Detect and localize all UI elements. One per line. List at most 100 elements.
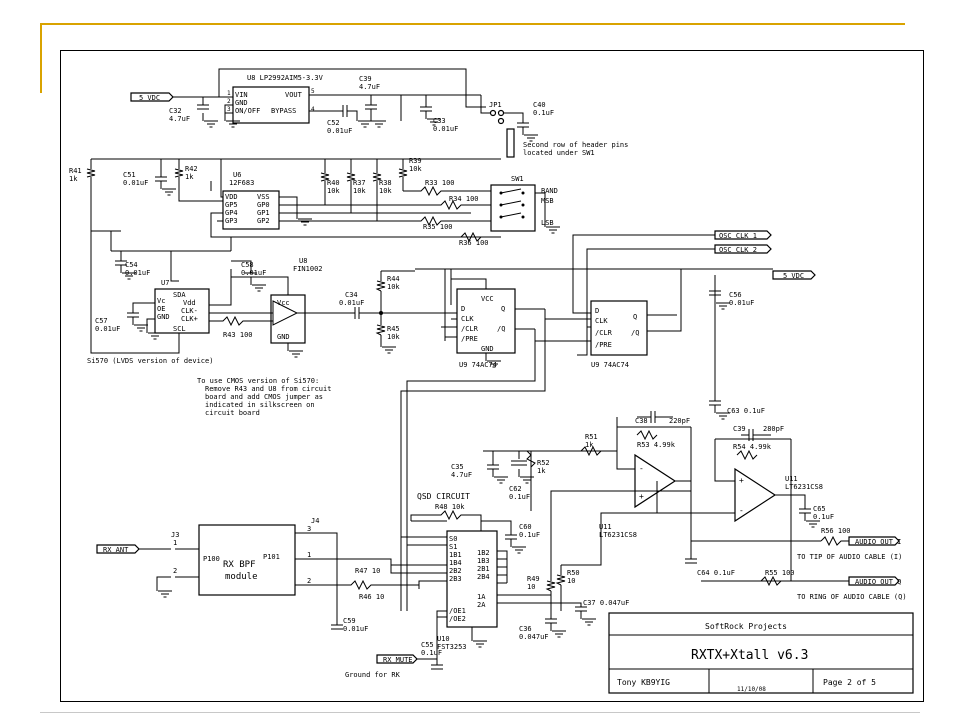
svg-text:AUDIO OUT I: AUDIO OUT I: [855, 538, 901, 546]
top-gold-rule: [40, 23, 905, 25]
svg-text:Q: Q: [501, 305, 505, 313]
svg-text:0.01uF: 0.01uF: [125, 269, 150, 277]
svg-text:GP4: GP4: [225, 209, 238, 217]
svg-text:1: 1: [227, 90, 231, 97]
svg-text:/OE2: /OE2: [449, 615, 466, 623]
svg-text:1A: 1A: [477, 593, 486, 601]
u10-fst3253: S0 S1 1B1 1B4 2B2 2B3 /OE1 /OE2 1B2 1B3 …: [437, 530, 498, 651]
left-gold-rule: [40, 23, 42, 93]
svg-text:C33: C33: [433, 117, 446, 125]
svg-text:/Q: /Q: [497, 325, 505, 333]
svg-text:U11: U11: [599, 523, 612, 531]
net-audio-out-q: AUDIO OUT Q: [848, 576, 901, 586]
svg-text:0.01uF: 0.01uF: [343, 625, 368, 633]
svg-text:3: 3: [307, 525, 311, 533]
svg-text:10k: 10k: [327, 187, 340, 195]
svg-text:R40: R40: [327, 179, 340, 187]
rx-bpf-module: RX BPF module P100 P101: [198, 524, 296, 596]
svg-text:VOUT: VOUT: [285, 91, 303, 99]
svg-text:2B3: 2B3: [449, 575, 462, 583]
svg-text:0.01uF: 0.01uF: [95, 325, 120, 333]
net-osc-clk-1: OSC CLK 1: [714, 230, 772, 240]
svg-text:1k: 1k: [69, 175, 78, 183]
svg-text:R50: R50: [567, 569, 580, 577]
svg-text:/OE1: /OE1: [449, 607, 466, 615]
svg-text:R51: R51: [585, 433, 598, 441]
note-ring-q: TO RING OF AUDIO CABLE (Q): [797, 593, 907, 601]
svg-text:/CLR: /CLR: [461, 325, 479, 333]
svg-text:2A: 2A: [477, 601, 486, 609]
svg-text:RX BPF: RX BPF: [223, 560, 256, 570]
svg-text:VDD: VDD: [225, 193, 238, 201]
svg-text:1k: 1k: [585, 441, 594, 449]
svg-text:10k: 10k: [353, 187, 366, 195]
svg-text:S1: S1: [449, 543, 457, 551]
svg-text:/PRE: /PRE: [595, 341, 612, 349]
svg-text:C38: C38: [635, 417, 648, 425]
title-company: SoftRock Projects: [705, 622, 787, 631]
svg-text:R37: R37: [353, 179, 366, 187]
svg-text:GND: GND: [157, 313, 170, 321]
svg-text:10: 10: [527, 583, 535, 591]
svg-text:5: 5: [311, 88, 315, 95]
svg-text:LSB: LSB: [541, 219, 554, 227]
svg-text:BYPASS: BYPASS: [271, 107, 296, 115]
svg-text:GND: GND: [235, 99, 248, 107]
svg-text:GP2: GP2: [257, 217, 270, 225]
svg-text:10k: 10k: [387, 283, 400, 291]
svg-text:SDA: SDA: [173, 291, 186, 299]
svg-text:circuit board: circuit board: [205, 409, 260, 417]
svg-text:0.1uF: 0.1uF: [533, 109, 554, 117]
net-rx-mute: RX MUTE: [376, 654, 418, 664]
title-author: Tony KB9YIG: [617, 678, 670, 687]
svg-text:OSC CLK 2: OSC CLK 2: [719, 246, 757, 254]
svg-text:Vcc: Vcc: [277, 299, 290, 307]
net-audio-out-i: AUDIO OUT I: [848, 536, 901, 546]
svg-text:0.01uF: 0.01uF: [123, 179, 148, 187]
svg-text:C63 0.1uF: C63 0.1uF: [727, 407, 765, 415]
svg-text:ON/OFF: ON/OFF: [235, 107, 260, 115]
net-5vdc-right: 5 VDC: [772, 270, 816, 280]
svg-text:LT6231CS8: LT6231CS8: [599, 531, 637, 539]
svg-text:4: 4: [311, 106, 315, 113]
svg-text:J4: J4: [311, 517, 319, 525]
svg-text:12F683: 12F683: [229, 179, 254, 187]
svg-text:10k: 10k: [409, 165, 422, 173]
svg-text:C39: C39: [733, 425, 746, 433]
svg-text:R49: R49: [527, 575, 540, 583]
svg-text:0.1uF: 0.1uF: [509, 493, 530, 501]
svg-text:R42: R42: [185, 165, 198, 173]
svg-text:R33 100: R33 100: [425, 179, 455, 187]
svg-text:CLK-: CLK-: [181, 307, 198, 315]
svg-text:U7: U7: [161, 279, 169, 287]
u9a-flipflop: VCC D CLK /CLR /PRE GND Q /Q U9 74AC74: [456, 288, 516, 369]
svg-text:GP3: GP3: [225, 217, 238, 225]
title-date: 11/10/08: [737, 686, 766, 693]
qsd-label: QSD CIRCUIT: [417, 492, 470, 501]
svg-text:1k: 1k: [185, 173, 194, 181]
svg-text:GND: GND: [277, 333, 290, 341]
u8-label: U8 LP2992AIM5-3.3V: [247, 74, 324, 82]
svg-text:OE: OE: [157, 305, 165, 313]
svg-text:D: D: [461, 305, 465, 313]
svg-text:Q: Q: [633, 313, 637, 321]
svg-text:R44: R44: [387, 275, 400, 283]
svg-text:AUDIO OUT Q: AUDIO OUT Q: [855, 578, 901, 586]
svg-text:P100: P100: [203, 555, 220, 563]
svg-text:GP1: GP1: [257, 209, 270, 217]
svg-text:C35: C35: [451, 463, 464, 471]
bottom-rule: [40, 712, 920, 713]
svg-text:1B3: 1B3: [477, 557, 490, 565]
svg-text:U9 74AC74: U9 74AC74: [591, 361, 629, 369]
title-block: SoftRock Projects RXTX+Xtall v6.3 Tony K…: [608, 612, 914, 694]
sw1-dip-switch: SW1 BAND MSB LSB: [490, 175, 561, 234]
svg-text:280pF: 280pF: [763, 425, 784, 433]
svg-text:BAND: BAND: [541, 187, 558, 195]
svg-text:GP0: GP0: [257, 201, 270, 209]
svg-text:S0: S0: [449, 535, 457, 543]
svg-text:2: 2: [173, 567, 177, 575]
svg-text:C60: C60: [519, 523, 532, 531]
note-header-2: located under SW1: [523, 149, 595, 157]
svg-text:VSS: VSS: [257, 193, 270, 201]
svg-text:U6: U6: [233, 171, 241, 179]
